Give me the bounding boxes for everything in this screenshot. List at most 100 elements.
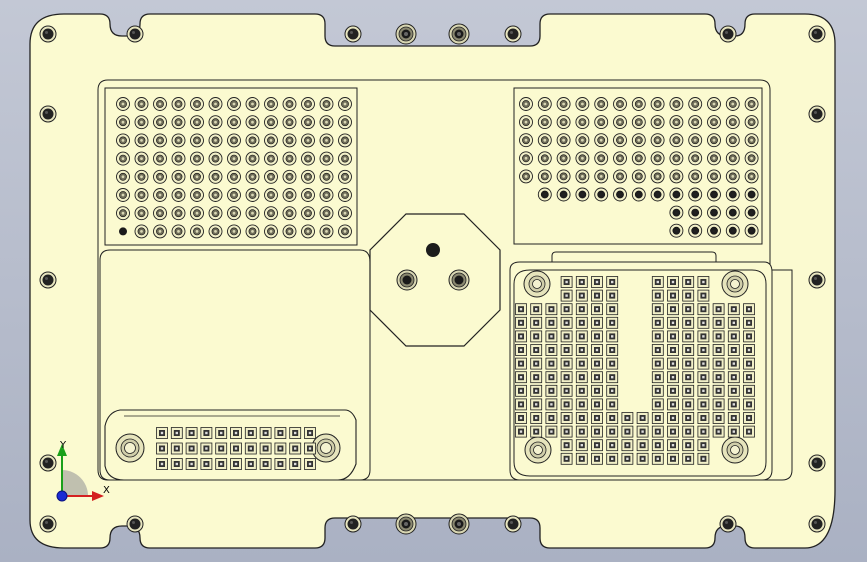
socket-pin [171,115,186,130]
socket-pin [245,151,260,166]
center-hole [426,243,440,257]
socket-pin [319,206,334,221]
upper-left-connector [116,97,352,239]
square-pin [545,303,558,316]
square-pin [259,458,272,470]
socket-pin [688,97,703,111]
square-pin [606,316,619,329]
square-pin [575,398,588,411]
square-pin [156,458,168,470]
socket-pin [631,133,646,148]
square-pin [651,439,664,452]
socket-pin [631,97,646,111]
square-pin [743,357,755,370]
socket-pin [631,115,646,130]
square-pin [743,303,755,316]
square-pin [244,427,257,439]
upper-left-frame [104,87,358,246]
square-pin [727,357,740,370]
square-pin [621,425,634,438]
socket-pin [725,97,740,111]
socket-pin [631,151,646,166]
jackscrew [524,436,552,464]
square-pin [697,452,710,465]
socket-pin [613,169,627,184]
socket-pin [725,169,740,184]
square-pin [636,452,649,465]
square-pin [743,412,755,424]
socket-pin [688,169,703,184]
socket-pin [171,133,186,148]
socket-pin [725,133,740,148]
socket-pin [594,133,609,148]
mount-hole [808,271,826,289]
square-pin [636,425,649,438]
square-pin [530,330,543,343]
socket-pin [208,115,223,130]
square-pin [621,452,634,465]
socket-pin [707,97,721,111]
jackscrew [523,270,551,298]
socket-pin [245,133,260,148]
square-pin [651,316,664,329]
socket-pin [688,115,703,130]
square-pin [667,357,679,370]
mount-hole [344,25,362,43]
square-pin [304,458,316,470]
square-pin [560,276,573,288]
socket-pin [171,151,186,166]
socket-pin [116,133,130,148]
socket-pin [208,133,223,148]
socket-pin [707,187,721,202]
square-pin [712,330,725,343]
mount-hole [39,515,57,533]
square-pin [727,398,740,411]
square-pin [185,442,198,455]
socket-pin [725,205,740,220]
socket-pin [669,97,684,111]
square-pin [667,316,679,329]
square-pin [244,442,257,455]
socket-pin [245,97,260,111]
socket-pin [116,188,130,202]
square-pin [712,344,725,356]
square-pin [591,344,603,356]
square-pin [575,276,588,288]
square-pin [712,371,725,384]
socket-pin [707,169,721,184]
socket-pin [227,169,241,184]
square-pin [682,398,695,411]
socket-pin [594,151,609,166]
socket-pin [744,133,759,148]
square-pin [651,384,664,397]
lower-left-connector [104,409,357,481]
socket-pin [264,115,278,130]
socket-pin [134,151,149,166]
square-pin [727,371,740,384]
square-pin [530,425,543,438]
socket-pin [171,97,186,111]
square-pin [651,289,664,302]
square-pin [560,357,573,370]
socket-pin [613,115,627,130]
square-pin [697,289,710,302]
mount-hole [39,454,57,472]
socket-pin [338,133,352,148]
socket-pin [575,97,590,111]
square-pin [575,316,588,329]
square-pin [636,412,649,424]
socket-pin [301,206,315,221]
socket-pin [537,97,552,111]
socket-pin [744,223,759,238]
square-pin [712,357,725,370]
square-pin [682,412,695,424]
square-pin [515,398,527,411]
square-pin [667,371,679,384]
socket-pin [338,151,352,166]
square-pin [606,412,619,424]
socket-pin [171,188,186,202]
socket-pin [319,115,334,130]
square-pin [606,384,619,397]
socket-pin [669,187,684,202]
